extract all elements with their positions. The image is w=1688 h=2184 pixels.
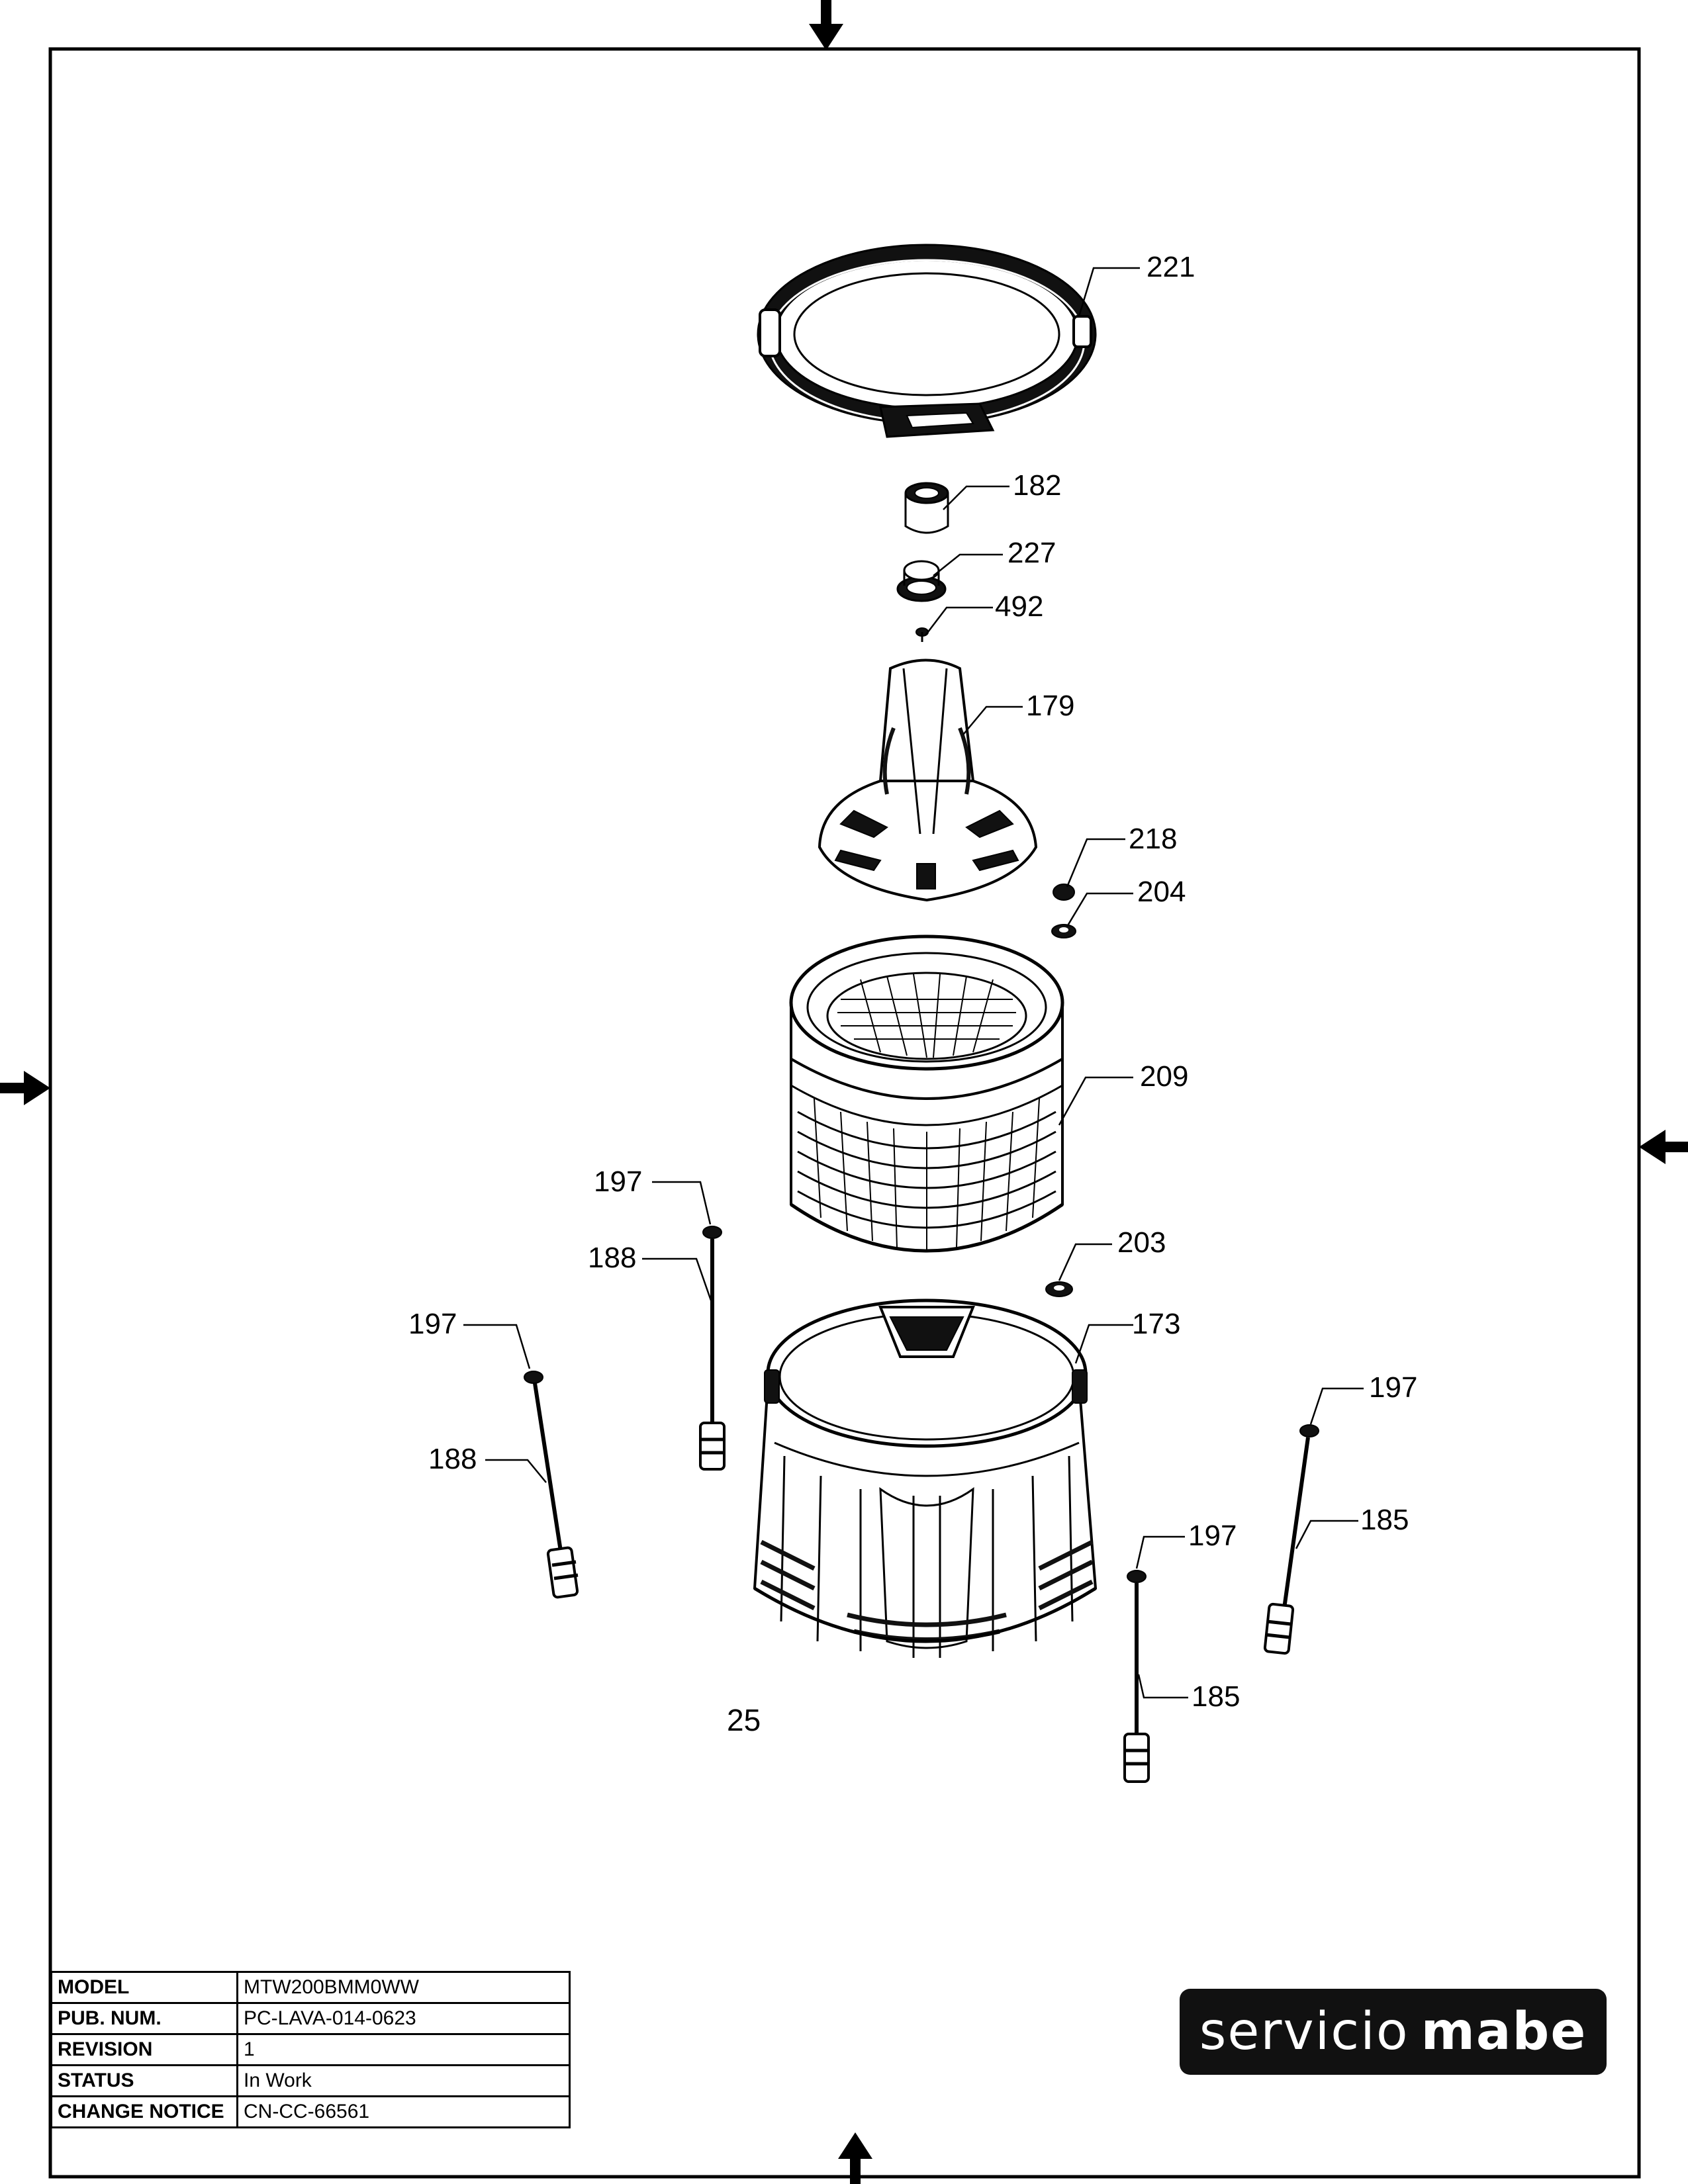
- title-value: 1: [236, 2033, 571, 2066]
- center-mark-bottom: [838, 2132, 872, 2184]
- title-label: STATUS: [50, 2064, 238, 2097]
- sheet-border: [48, 47, 1641, 2179]
- part-203-washer: [1045, 1281, 1073, 1297]
- title-row-change-notice: CHANGE NOTICE CN-CC-66561: [50, 2095, 571, 2128]
- leader-185b: [1137, 1674, 1188, 1699]
- title-row-revision: REVISION 1: [50, 2033, 571, 2066]
- leader-197d: [1135, 1535, 1185, 1569]
- title-label: REVISION: [50, 2033, 238, 2066]
- leader-204: [1066, 892, 1133, 927]
- logo-word-mabe: mabe: [1421, 2002, 1587, 2062]
- leader-203: [1058, 1243, 1112, 1281]
- title-label: MODEL: [50, 1971, 238, 2004]
- leader-197b: [463, 1324, 531, 1369]
- leader-218: [1066, 838, 1125, 887]
- part-suspension-rod-right-lower: [1123, 1570, 1150, 1783]
- title-label: PUB. NUM.: [50, 2002, 238, 2035]
- callout-209: 209: [1140, 1060, 1188, 1093]
- part-179-agitator: [818, 659, 1038, 902]
- leader-173: [1074, 1324, 1133, 1364]
- callout-188a: 188: [588, 1242, 636, 1274]
- leader-197a: [652, 1181, 712, 1225]
- title-value: PC-LAVA-014-0623: [236, 2002, 571, 2035]
- part-209-basket: [789, 934, 1064, 1253]
- callout-492: 492: [995, 590, 1043, 623]
- leader-179: [962, 705, 1023, 735]
- part-suspension-rod-upper-left: [699, 1226, 726, 1471]
- callout-197c: 197: [1369, 1371, 1417, 1404]
- logo-word-servicio: servicio: [1199, 2002, 1409, 2062]
- callout-197b: 197: [408, 1308, 457, 1340]
- callout-218: 218: [1129, 823, 1177, 855]
- title-row-status: STATUS In Work: [50, 2064, 571, 2097]
- part-suspension-rod-lower-left: [524, 1371, 579, 1599]
- title-value: CN-CC-66561: [236, 2095, 571, 2128]
- servicio-mabe-logo: servicio mabe: [1180, 1989, 1607, 2075]
- callout-185a: 185: [1360, 1504, 1409, 1536]
- leader-188a: [642, 1257, 712, 1301]
- center-mark-top: [809, 0, 843, 50]
- part-173-outer-tub: [753, 1298, 1098, 1658]
- callout-173: 173: [1132, 1308, 1180, 1340]
- title-row-model: MODEL MTW200BMM0WW: [50, 1971, 571, 2004]
- callout-221: 221: [1147, 251, 1195, 283]
- leader-182: [943, 485, 1009, 510]
- leader-221: [1078, 267, 1140, 317]
- leader-197c: [1309, 1387, 1364, 1425]
- title-value: In Work: [236, 2064, 571, 2097]
- leader-492: [925, 606, 993, 636]
- part-204-washer: [1051, 924, 1076, 938]
- center-mark-left: [0, 1071, 50, 1105]
- title-row-pub-num: PUB. NUM. PC-LAVA-014-0623: [50, 2002, 571, 2035]
- part-182-bushing: [904, 482, 949, 534]
- callout-179: 179: [1026, 690, 1074, 722]
- title-label: CHANGE NOTICE: [50, 2095, 238, 2128]
- title-block: MODEL MTW200BMM0WW PUB. NUM. PC-LAVA-014…: [50, 1971, 571, 2128]
- title-value: MTW200BMM0WW: [236, 1971, 571, 2004]
- part-218-cap: [1053, 884, 1075, 901]
- callout-197d: 197: [1188, 1520, 1237, 1552]
- part-227-seal: [896, 560, 947, 602]
- callout-204: 204: [1137, 876, 1186, 908]
- callout-182: 182: [1013, 469, 1061, 502]
- leader-188b: [485, 1459, 547, 1483]
- part-suspension-rod-right-upper: [1263, 1424, 1319, 1655]
- page-number: 25: [727, 1703, 761, 1737]
- callout-188b: 188: [428, 1443, 477, 1475]
- callout-185b: 185: [1192, 1680, 1240, 1713]
- callout-197a: 197: [594, 1165, 642, 1198]
- leader-209: [1058, 1076, 1133, 1126]
- center-mark-right: [1639, 1130, 1688, 1164]
- callout-203: 203: [1117, 1226, 1166, 1259]
- callout-227: 227: [1008, 537, 1056, 569]
- part-221-tub-ring: [757, 244, 1097, 438]
- leader-185a: [1295, 1520, 1358, 1549]
- leader-227: [933, 553, 1003, 576]
